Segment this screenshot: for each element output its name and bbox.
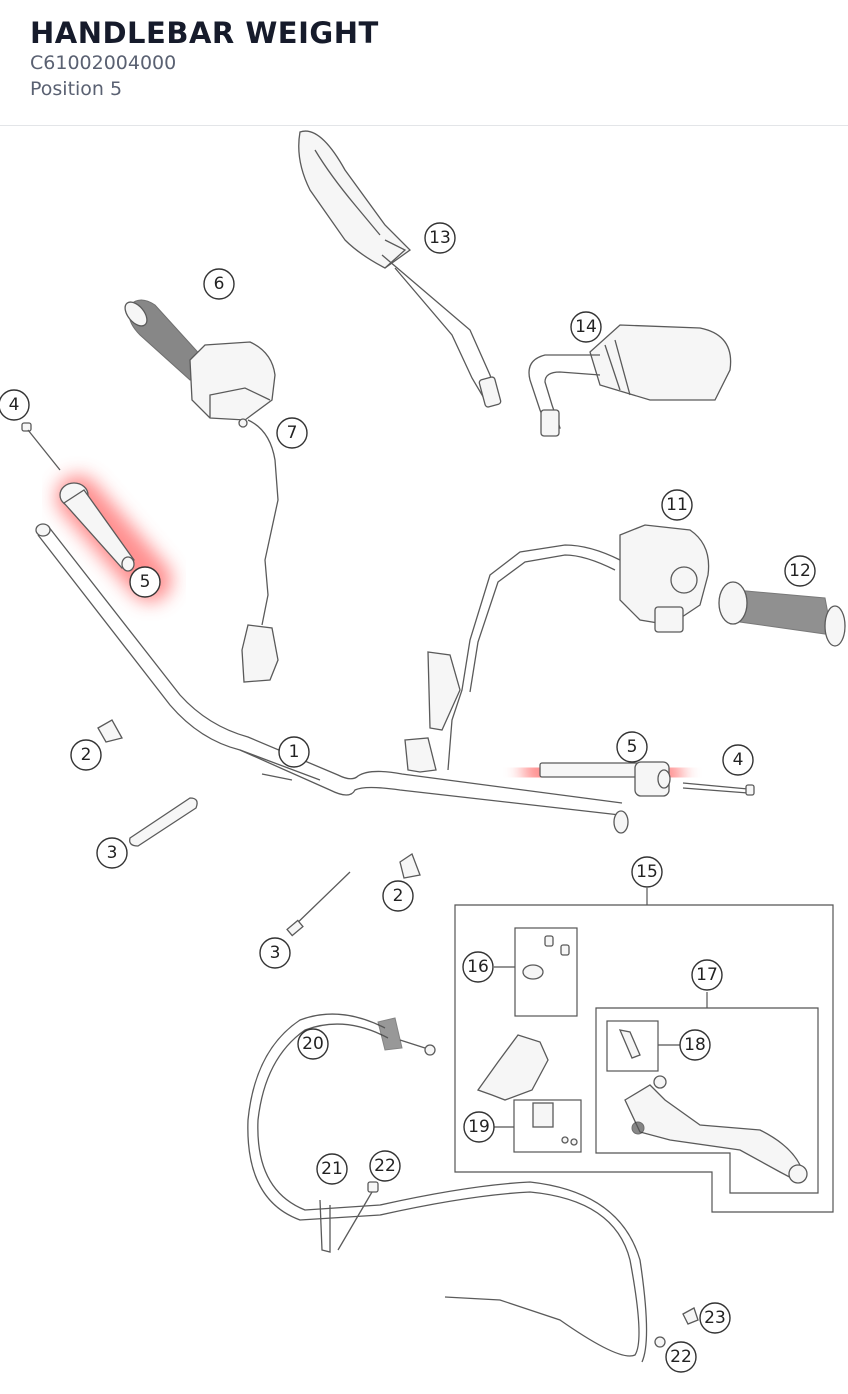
callout-13[interactable]: 13 [424,222,456,254]
clamp-part-2b [399,853,421,879]
callout-4b[interactable]: 4 [722,744,754,776]
svg-text:2: 2 [393,886,404,906]
screw-right-part [682,782,755,796]
screw-part-22b [654,1336,666,1348]
diagram-svg: 1 2 2 3 3 4 4 5 5 6 7 11 12 13 14 15 16 … [0,130,846,1373]
clamp-part-2a [97,719,123,743]
callout-3b[interactable]: 3 [259,937,291,969]
svg-text:17: 17 [696,965,718,985]
svg-text:4: 4 [9,395,20,415]
callout-4a[interactable]: 4 [0,389,30,421]
handlebar-tube-part [35,523,629,834]
svg-text:11: 11 [666,495,688,515]
callout-20[interactable]: 20 [297,1028,329,1060]
nut-part-23 [682,1307,699,1325]
svg-text:5: 5 [140,572,151,592]
callout-1[interactable]: 1 [278,736,310,768]
callout-12[interactable]: 12 [784,555,816,587]
bracket-part-21 [319,1199,331,1253]
part-header: HANDLEBAR WEIGHT C61002004000 Position 5 [0,0,848,126]
svg-text:13: 13 [429,228,451,248]
callout-11[interactable]: 11 [661,489,693,521]
svg-text:15: 15 [636,862,658,882]
callout-18[interactable]: 18 [679,1029,711,1061]
svg-text:23: 23 [704,1308,726,1328]
svg-text:16: 16 [467,957,489,977]
callout-14[interactable]: 14 [570,311,602,343]
svg-text:2: 2 [81,745,92,765]
callout-23[interactable]: 23 [699,1302,731,1334]
callout-2b[interactable]: 2 [382,880,414,912]
svg-text:19: 19 [468,1117,490,1137]
callout-6[interactable]: 6 [203,268,235,300]
mirror-right-part [528,324,732,437]
screw-left-part [21,422,61,471]
bar-end-weight-right-part [539,761,671,797]
svg-text:22: 22 [670,1347,692,1367]
callout-15[interactable]: 15 [631,856,663,888]
svg-text:21: 21 [321,1159,343,1179]
svg-text:14: 14 [575,317,597,337]
screw-part-22a [337,1181,379,1251]
callout-5a[interactable]: 5 [129,566,161,598]
svg-text:3: 3 [107,843,118,863]
callout-3a[interactable]: 3 [96,837,128,869]
callout-16[interactable]: 16 [462,951,494,983]
callout-2a[interactable]: 2 [70,739,102,771]
svg-text:18: 18 [684,1035,706,1055]
callout-7[interactable]: 7 [276,417,308,449]
callout-19[interactable]: 19 [463,1111,495,1143]
cable-tie-part-3b [286,871,351,937]
clutch-cable-part [247,1013,648,1363]
svg-text:4: 4 [733,750,744,770]
svg-text:6: 6 [214,274,225,294]
strap-part-3a [129,797,198,847]
svg-text:5: 5 [627,737,638,757]
svg-text:12: 12 [789,561,811,581]
svg-text:7: 7 [287,423,298,443]
callout-17[interactable]: 17 [691,959,723,991]
callout-22b[interactable]: 22 [665,1341,697,1373]
callout-21[interactable]: 21 [316,1153,348,1185]
clutch-lever-assembly-box [454,888,834,1213]
callout-5b[interactable]: 5 [616,731,648,763]
part-title: HANDLEBAR WEIGHT [30,16,379,50]
callout-22a[interactable]: 22 [369,1150,401,1182]
position-label: Position 5 [30,78,123,100]
part-number: C61002004000 [30,52,177,74]
svg-text:22: 22 [374,1156,396,1176]
left-switch-grip-part [124,299,279,683]
svg-text:20: 20 [302,1034,324,1054]
mirror-left-part [298,130,502,408]
svg-text:3: 3 [270,943,281,963]
svg-text:1: 1 [289,742,300,762]
exploded-parts-diagram: 1 2 2 3 3 4 4 5 5 6 7 11 12 13 14 15 16 … [0,127,848,1390]
right-switch-grip-part [404,524,846,773]
bar-end-weight-left-part [59,482,135,572]
